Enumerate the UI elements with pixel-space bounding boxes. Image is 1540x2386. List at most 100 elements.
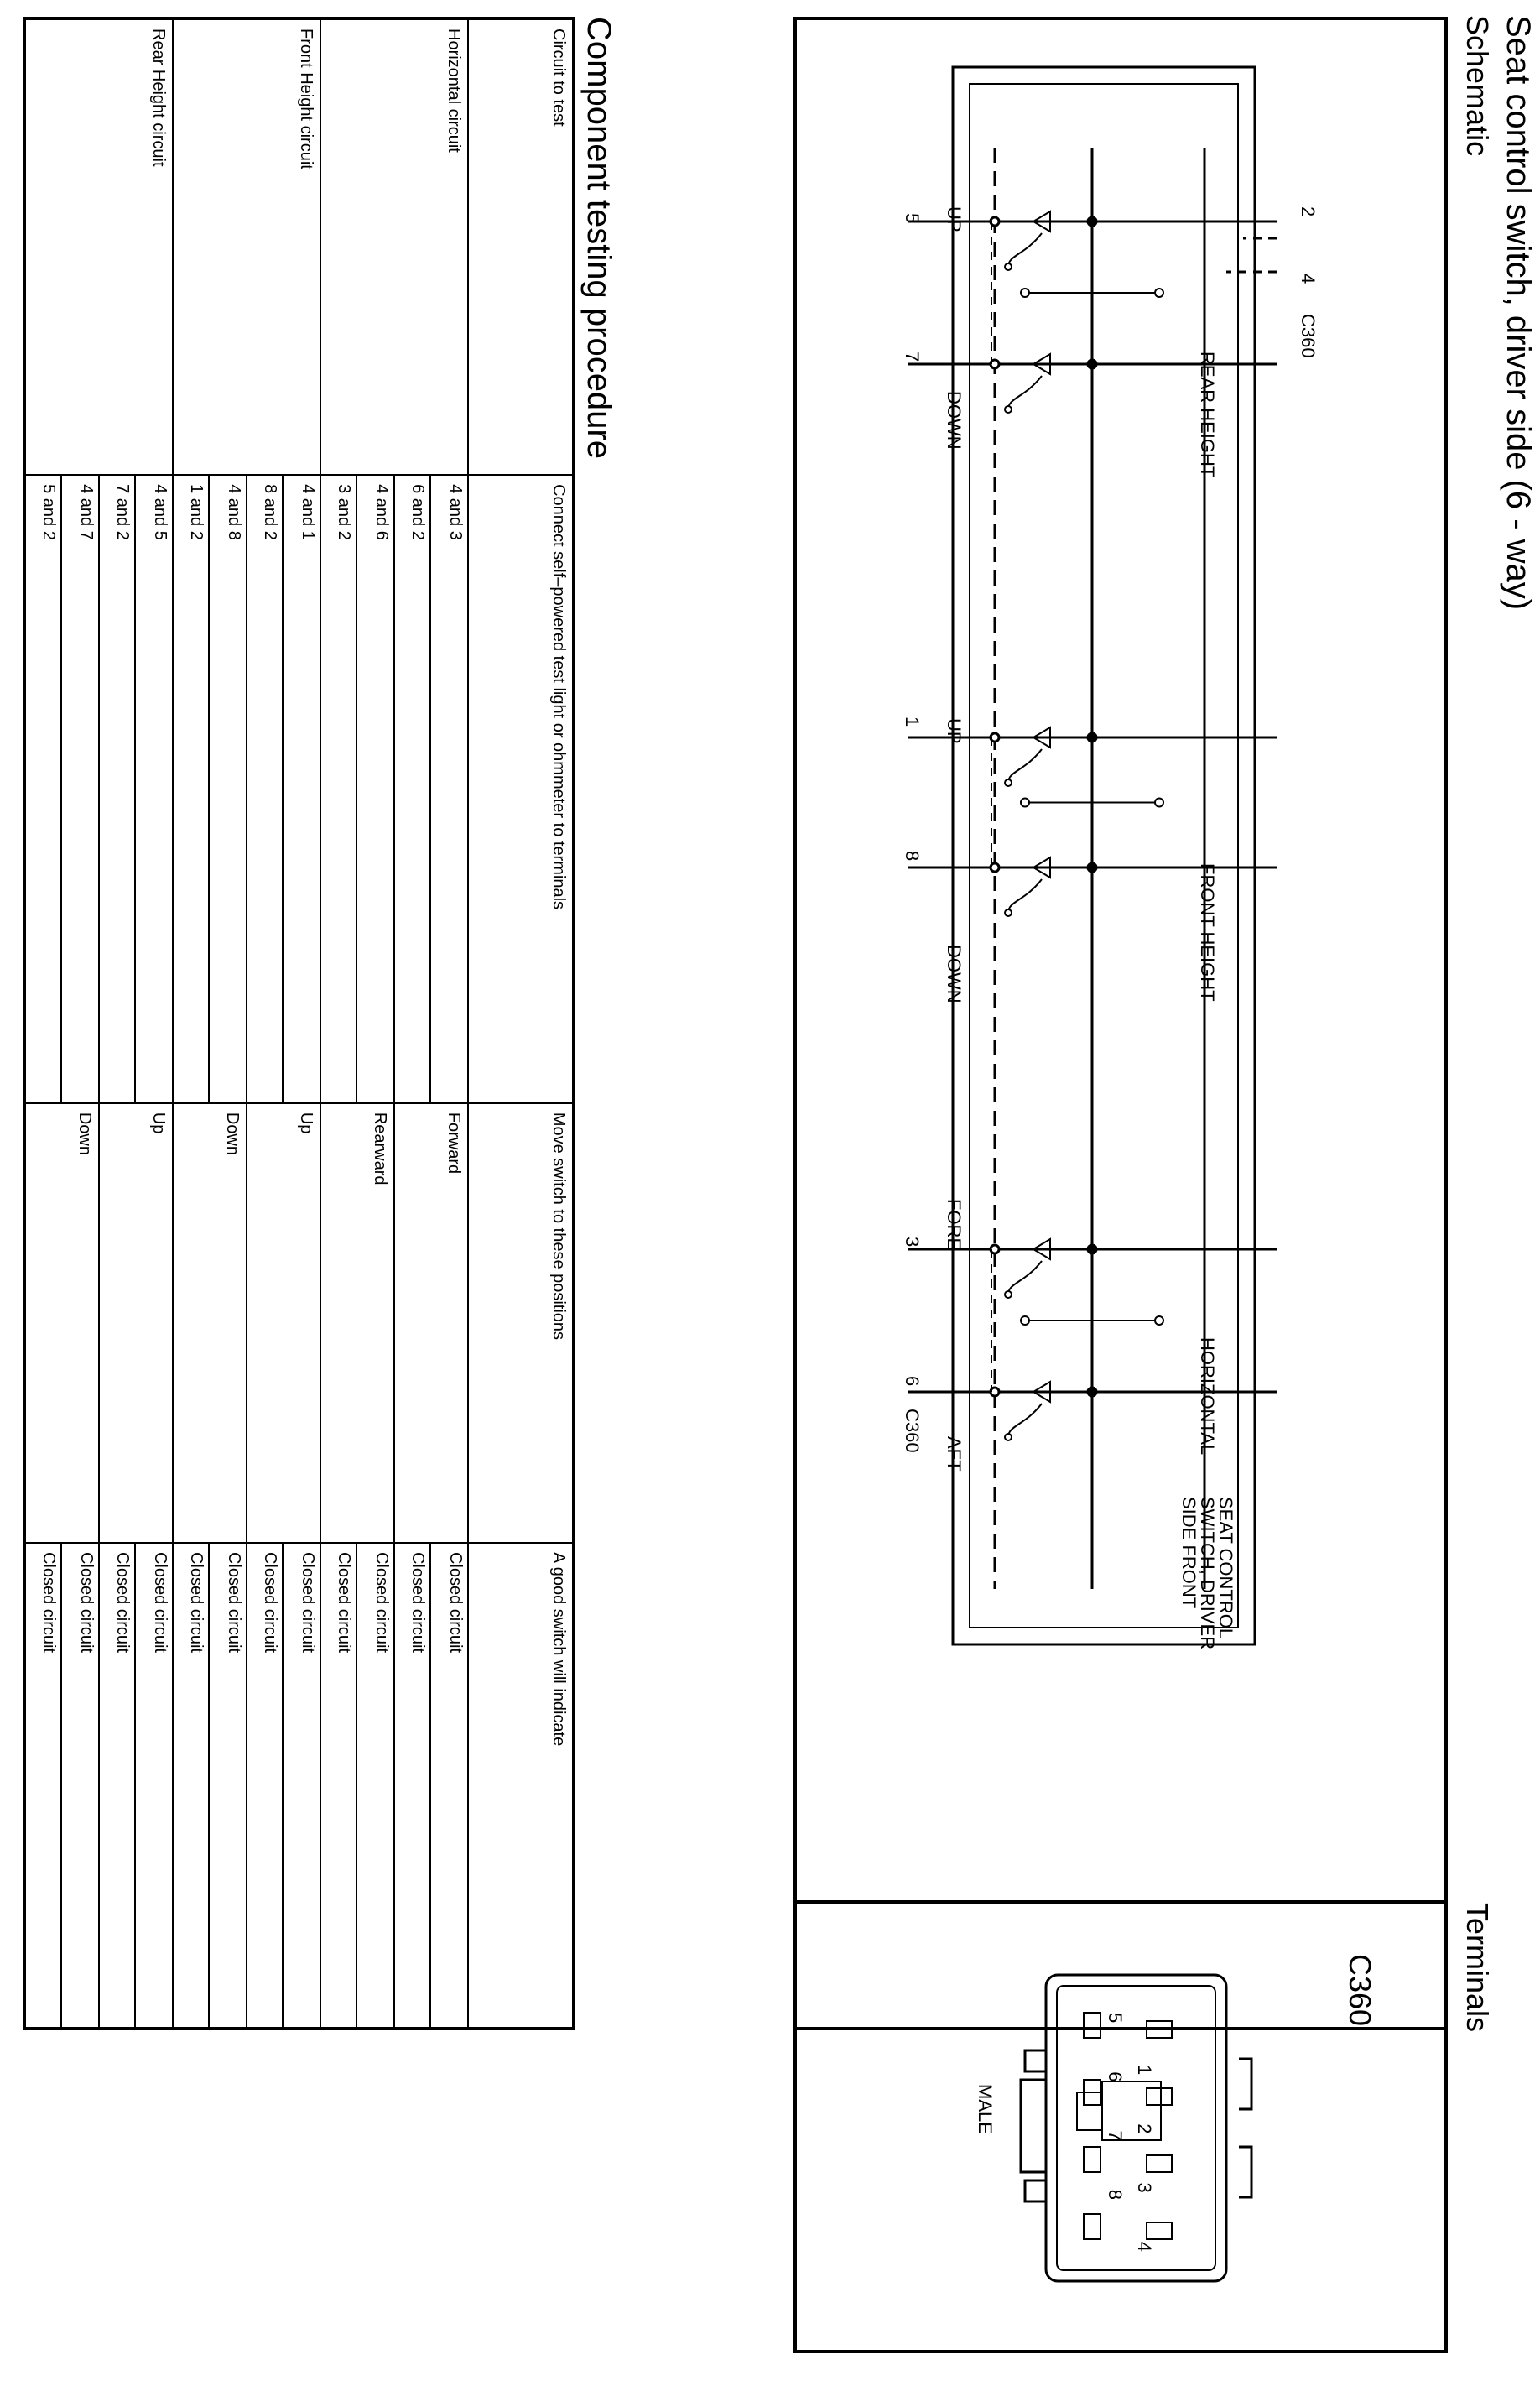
switch-name-label: SEAT CONTROL SWITCH, DRIVER SIDE FRONT [1178,1497,1236,1650]
pin-8-label: 8 [902,851,923,862]
switch-contact-1-0-blade [1007,748,1043,784]
terminal-pair: 5 and 2 [26,476,62,1102]
terminal-pair: 4 and 7 [77,484,96,540]
pin-slot-bottom-6 [1083,2079,1101,2106]
rear-down-label: DOWN [944,391,965,450]
horizontal-label: HORIZONTAL [1197,1337,1218,1456]
switch-name-line-1: SEAT CONTROL [1215,1497,1236,1639]
switch-contact-2-1-node [1086,1386,1098,1398]
pin-7-number: 7 [1105,2130,1126,2141]
pin-slot-bottom-5 [1083,2012,1101,2039]
switch-contact-0-0-arrow [1032,210,1051,233]
pin-slot-top-1 [1146,2020,1173,2039]
switch-contact-0-0-blade [1007,232,1043,268]
rear-height-label: REAR HEIGHT [1197,352,1218,478]
connector-gender-label: MALE [975,2084,996,2134]
switch-contact-1-0-node [1086,732,1098,743]
pin-2-label: 2 [1298,206,1319,217]
front-height-label: FRONT HEIGHT [1197,863,1218,1002]
position-cell: Down [173,1102,247,1543]
col-header-circuit: Circuit to test [468,18,574,476]
pin-slot-bottom-8 [1083,2213,1101,2240]
pin-4-label: 4 [1298,274,1319,284]
pin-1-number: 1 [1134,2065,1155,2076]
result-value: Closed circuit [100,1543,136,2027]
circuit-cell: Front Height circuit [173,18,320,476]
result-value: Closed circuit [247,1543,284,2027]
pin-4-number: 4 [1134,2241,1155,2252]
terminal-pair: 7 and 2 [100,476,136,1102]
switch-link-top-0 [1154,288,1164,298]
position-cell: Rearward [320,1102,394,1543]
pin-3-label: 3 [902,1237,923,1248]
terminal-pair: 6 and 2 [395,476,431,1102]
switch-link-bottom-1 [1020,797,1030,808]
terminal-pair: 3 and 2 [321,476,357,1102]
pin-slot-top-4 [1146,2222,1173,2240]
pin-2-number: 2 [1134,2123,1155,2134]
schematic-panel: SEAT CONTROL SWITCH, DRIVER SIDE FRONT R… [793,17,1448,2030]
result-value: Closed circuit [395,1543,431,2027]
switch-contact-1-0-contact [1004,779,1012,787]
switch-contact-1-1-terminal [989,862,1001,873]
switch-body-inner [969,83,1239,1628]
pins-bottom-row: 5 6 7 8 [1104,2013,1126,2200]
result-cell: Closed circuit Closed circuit [320,1542,394,2029]
result-value: Closed circuit [77,1551,96,1654]
result-value: Closed circuit [372,1551,391,1654]
switch-contact-2-1-contact [1004,1433,1012,1441]
pin-slot-top-2 [1146,2087,1173,2106]
col-header-result: A good switch will indicate [468,1542,574,2029]
position-cell: Up [99,1102,173,1543]
switch-contact-0-0-contact [1004,263,1012,271]
circuit-cell: Horizontal circuit [320,18,468,476]
pin-6-label: 6 [902,1376,923,1387]
result-cell: Closed circuit Closed circuit [173,1542,247,2029]
pin-8-number: 8 [1105,2189,1126,2200]
switch-contact-1-1-blade [1007,878,1043,914]
terminal-pair: 4 and 6 [372,484,391,540]
terminals-panel: C360 1 2 3 4 5 6 7 8 [793,1900,1448,2353]
result-value: Closed circuit [225,1551,243,1654]
pin-5-number: 5 [1105,2013,1126,2024]
rear-up-label: UP [944,206,965,232]
result-value: Closed circuit [174,1543,210,2027]
switch-link-bottom-0 [1020,288,1030,298]
terminals-cell: 4 and 6 3 and 2 [320,475,394,1103]
switch-contact-0-1-blade [1007,375,1043,410]
pin-7-label: 7 [902,352,923,362]
front-down-label: DOWN [944,945,965,1003]
result-value: Closed circuit [446,1551,465,1654]
terminals-cell: 4 and 7 5 and 2 [24,475,99,1103]
pins-top-row: 1 2 3 4 [1133,2065,1155,2252]
aft-label: AFT [944,1436,965,1472]
switch-name-line-3: SIDE FRONT [1178,1497,1199,1609]
position-cell: Down [24,1102,99,1543]
pin-slot-bottom-7 [1083,2146,1101,2173]
pin-3-number: 3 [1134,2182,1155,2193]
switch-contact-1-1-contact [1004,909,1012,917]
table-header-row: Circuit to test Connect self–powered tes… [468,18,574,2029]
terminal-pair: 1 and 2 [174,476,210,1102]
circuit-cell: Rear Height circuit [24,18,173,476]
switch-body-outer [951,65,1256,1646]
connector-label-bottom: C360 [902,1409,923,1453]
result-value: Closed circuit [321,1543,357,2027]
connector-face-drawing [1019,1973,1253,2283]
switch-contact-0-0-node [1086,216,1098,227]
procedure-heading: Component testing procedure [580,17,617,459]
switch-contact-1-1-node [1086,862,1098,873]
switch-contact-2-0-node [1086,1243,1098,1255]
connector-label-top: C360 [1298,314,1319,358]
switch-name-line-2: SWITCH, DRIVER [1197,1497,1218,1650]
switch-link-top-2 [1154,1315,1164,1326]
